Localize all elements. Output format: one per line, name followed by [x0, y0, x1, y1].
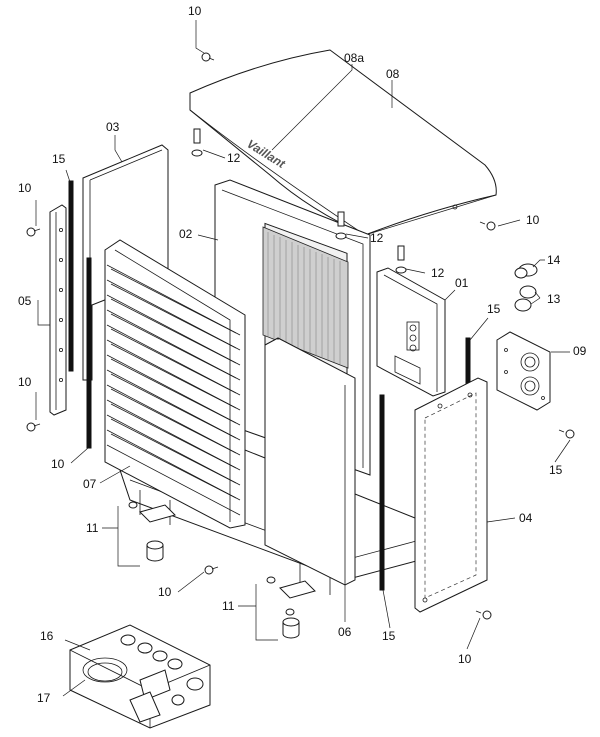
screw-base-right	[475, 610, 492, 620]
callout-c15b: 15	[487, 302, 501, 316]
callout-c10a: 10	[188, 4, 202, 18]
callout-c11b: 11	[222, 599, 235, 613]
stud-c	[395, 245, 407, 274]
callout-c16: 16	[40, 629, 54, 643]
callout-c13: 13	[547, 292, 561, 306]
callout-c15c: 10	[51, 457, 65, 471]
callout-c01: 01	[455, 276, 469, 290]
callout-c14: 14	[547, 253, 561, 267]
stud-b	[335, 211, 347, 240]
gasket-front	[379, 394, 385, 591]
callout-c12c: 12	[431, 266, 445, 280]
callout-c02: 02	[179, 227, 193, 241]
callout-c12b: 12	[370, 231, 384, 245]
accessory-fittings	[120, 634, 204, 723]
callout-c07: 07	[83, 477, 97, 491]
callout-c06: 06	[338, 625, 352, 639]
callout-c05: 05	[18, 294, 32, 308]
callout-c15a: 15	[52, 152, 66, 166]
screw-top-right	[479, 221, 496, 231]
heat-exchanger	[104, 239, 246, 529]
callout-c10d: 10	[18, 375, 32, 389]
gasket-left-upper	[68, 180, 74, 372]
screw-left-top	[26, 227, 41, 237]
screw-right-mid	[558, 429, 575, 439]
leader-lines	[35, 20, 571, 697]
callout-c10b: 10	[18, 181, 32, 195]
callout-c10c: 10	[526, 213, 540, 227]
callout-c09: 09	[573, 344, 587, 358]
screw-left-bottom	[26, 422, 41, 432]
feet-left	[128, 501, 176, 562]
callout-c12a: 12	[227, 151, 241, 165]
studs	[191, 128, 407, 274]
gaskets	[68, 180, 471, 591]
callout-c10g: 10	[458, 652, 472, 666]
fitting-13	[514, 285, 537, 312]
callout-c08a: 08a	[344, 51, 364, 65]
screw-base-mid	[204, 565, 219, 575]
accessory-hose	[82, 657, 128, 683]
side-panel	[414, 377, 488, 613]
top-cover: Vaillant	[189, 49, 497, 236]
callout-c10e: 15	[549, 463, 563, 477]
connection-plate	[496, 331, 551, 411]
feet-right	[266, 576, 316, 639]
callout-c03: 03	[106, 120, 120, 134]
fitting-14	[514, 263, 538, 279]
inner-cover	[264, 337, 356, 586]
callout-c10f: 10	[158, 585, 172, 599]
side-trim	[49, 204, 67, 416]
callout-c04: 04	[519, 511, 533, 525]
screw-top	[201, 52, 215, 62]
gasket-right	[465, 337, 471, 389]
stud-a	[191, 128, 203, 157]
gasket-left-lower	[86, 257, 92, 449]
callout-c15d: 15	[382, 629, 396, 643]
callout-c08: 08	[386, 67, 400, 81]
callout-c11a: 11	[86, 521, 99, 535]
control-box	[376, 267, 446, 397]
callout-labels: 10 08a 08 03 15 12 10 10 02 12 14 12 01 …	[18, 4, 587, 705]
accessory-box	[69, 624, 211, 729]
callout-c17: 17	[37, 691, 51, 705]
screws	[26, 52, 575, 620]
rear-grille	[262, 226, 349, 369]
